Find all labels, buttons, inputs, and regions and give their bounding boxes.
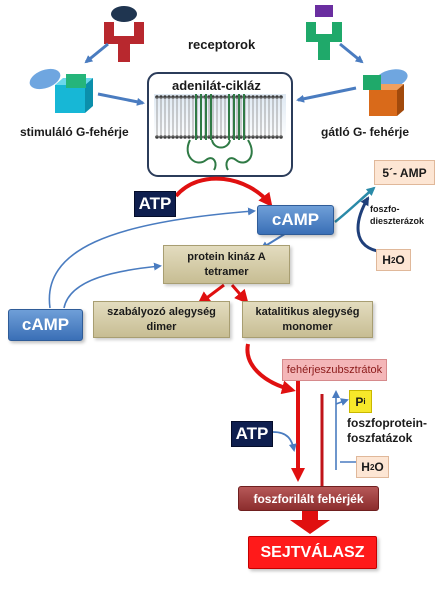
protein-kinase-a-box: protein kináz A tetramer xyxy=(163,245,290,284)
inhibiting-receptor-icon xyxy=(306,5,342,60)
water-o: O xyxy=(395,253,405,267)
water2-sub: 2 xyxy=(369,462,375,472)
catalytic-subunit-box: katalitikus alegység monomer xyxy=(242,301,373,338)
phosphate-sub: i xyxy=(363,397,366,406)
inhibiting-g-protein-icon xyxy=(363,69,408,116)
phosphorylated-proteins-box: foszforilált fehérjék xyxy=(238,486,379,511)
phosphodiesterase-label: foszfo- dieszterázok xyxy=(370,204,425,226)
phosphatase-label: foszfoprotein- foszfatázok xyxy=(347,416,427,445)
adenylate-cyclase-panel xyxy=(147,72,293,177)
stimulating-receptor-icon xyxy=(104,6,144,62)
water-sub: 2 xyxy=(390,255,396,265)
amp-box: 5´- AMP xyxy=(374,160,435,185)
camp-box: cAMP xyxy=(257,205,334,235)
atp-box-2: ATP xyxy=(231,421,273,447)
stimulating-g-protein-label: stimuláló G-fehérje xyxy=(20,125,129,139)
protein-substrates-box: fehérjeszubsztrátok xyxy=(282,359,387,381)
stimulating-g-protein-icon xyxy=(29,68,93,113)
water2-o: O xyxy=(374,460,384,474)
camp-side-box: cAMP xyxy=(8,309,83,341)
transmembrane-protein-icon xyxy=(186,94,253,171)
inhibiting-g-protein-label: gátló G- fehérje xyxy=(321,125,410,139)
regulatory-subunit-box: szabályozó alegység dimer xyxy=(93,301,230,338)
cell-response-box: SEJTVÁLASZ xyxy=(248,536,377,569)
atp-box: ATP xyxy=(134,191,176,217)
water-h: H xyxy=(382,253,391,267)
water2-h: H xyxy=(361,460,370,474)
receptors-label: receptorok xyxy=(188,37,256,52)
phosphate-p: P xyxy=(355,394,364,409)
adenylate-cyclase-label: adenilát-cikláz xyxy=(172,78,261,93)
